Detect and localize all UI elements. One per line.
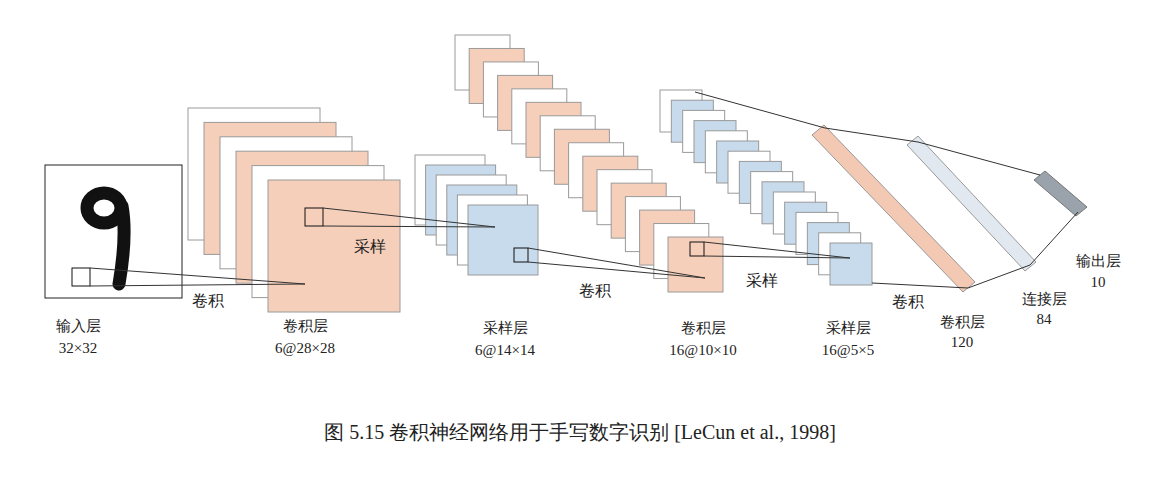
feature-map [830, 243, 872, 285]
connection-line [825, 128, 1030, 288]
layer-size: 16@10×10 [669, 341, 736, 359]
connection-line [528, 248, 705, 278]
connection-line [704, 242, 850, 258]
dense-bars [812, 125, 1087, 292]
receptive-field [72, 268, 90, 286]
connection-line [695, 92, 968, 288]
conv-bar [812, 125, 975, 292]
figure-caption: 图 5.15 卷积神经网络用于手写数字识别 [LeCun et al., 199… [324, 419, 836, 446]
operation-label: 采样 [352, 238, 388, 256]
layer-size: 120 [951, 333, 974, 351]
layer-size: 6@28×28 [275, 339, 335, 357]
layer-node: 卷积层120 [812, 125, 975, 292]
layer-name: 采样层 [483, 319, 528, 337]
feature-map [668, 237, 723, 292]
layer-size: 16@5×5 [822, 341, 874, 359]
operation-label: 卷积 [190, 292, 226, 310]
feature-map [468, 205, 538, 275]
operation-label: 卷积 [890, 293, 926, 311]
layer-size: 32×32 [59, 339, 97, 357]
layer-node: 输出层10 [1035, 170, 1087, 217]
operation-label: 卷积 [577, 282, 613, 300]
connection-line [918, 142, 1078, 265]
layer-name: 采样层 [826, 319, 871, 337]
layer-name: 输出层 [1076, 252, 1121, 270]
input-image [45, 165, 182, 298]
layer-name: 卷积层 [940, 313, 985, 331]
connection-line [323, 208, 495, 227]
operation-label: 采样 [744, 272, 780, 290]
layer-size: 10 [1091, 273, 1106, 291]
layer-name: 输入层 [56, 317, 101, 335]
layer-name: 连接层 [1022, 290, 1067, 308]
feature-map-stacks [188, 35, 872, 312]
output-bar [1034, 171, 1087, 216]
layer-node: 连接层84 [905, 135, 1035, 270]
layer-name: 卷积层 [283, 317, 328, 335]
layer-node: 卷积层16@10×10 [668, 237, 723, 292]
receptive-fields [305, 208, 704, 262]
layer-node: 采样层16@5×5 [830, 243, 872, 285]
feature-map [268, 180, 400, 312]
layer-name: 卷积层 [681, 319, 726, 337]
layer-size: 84 [1037, 310, 1052, 328]
layer-node: 采样层6@14×14 [468, 205, 538, 275]
connection-line [90, 268, 305, 286]
layer-node: 输入层32×32 [45, 165, 182, 298]
layer-size: 6@14×14 [475, 341, 535, 359]
